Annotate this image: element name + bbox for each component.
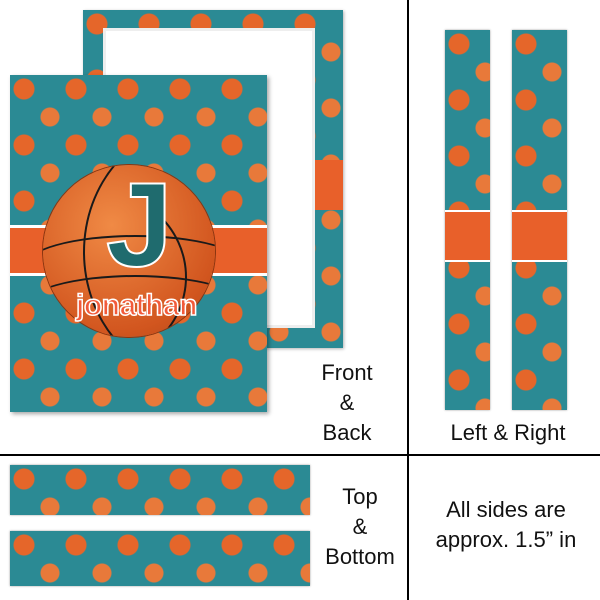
label-line: Back [322,420,372,445]
label-line: Bottom [325,544,395,569]
label-line: & [352,514,368,539]
personalized-name: jonathan [75,288,198,323]
orange-band [445,210,490,262]
label-line: All sides are [446,497,566,522]
bottom-side-strip [10,531,310,586]
monogram-letter: J [105,158,174,292]
horizontal-divider [0,454,600,456]
back-side-band [315,160,343,210]
vertical-divider [407,0,409,600]
canvas-front-view: J jonathan [10,75,267,412]
label-line: approx. 1.5” in [435,527,577,552]
top-side-strip [10,465,310,515]
top-bottom-label: Top & Bottom [315,482,405,572]
basketball-graphic [43,165,215,337]
sides-note: All sides are approx. 1.5” in [412,495,600,555]
left-side-strip [445,30,490,410]
left-right-label: Left & Right [450,420,566,445]
label-line: & [339,390,355,415]
orange-band [512,210,567,262]
label-line: Front [321,360,373,385]
front-back-label: Front & Back [297,358,397,448]
label-line: Top [342,484,378,509]
right-side-strip [512,30,567,410]
